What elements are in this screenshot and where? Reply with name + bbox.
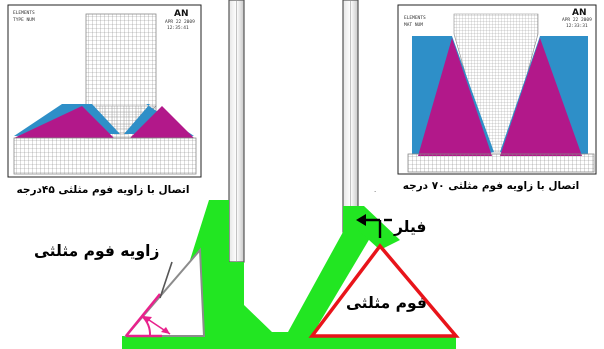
svg-text:.: . — [374, 186, 376, 194]
tube-right — [342, 0, 359, 233]
right-header-1: ELEMENTS — [404, 15, 426, 21]
filler-green — [122, 200, 456, 349]
left-header-1: ELEMENTS — [13, 10, 35, 16]
filler-arrow — [356, 214, 392, 238]
foam-triangle-left — [123, 247, 206, 338]
mesh-panel-left: ELEMENTS TYPE NUM AN APR 22 2009 12:35:4… — [7, 4, 202, 178]
right-header-2: MAT NUM — [404, 22, 423, 28]
foam-triangle-right — [308, 243, 460, 338]
left-header-2: TYPE NUM — [13, 17, 35, 23]
right-logo: AN — [572, 8, 587, 18]
right-date: APR 22 2009 — [562, 17, 592, 23]
left-logo: AN — [174, 9, 189, 19]
caption-left: اتصال با زاویه فوم مثلثی ۴۵درجه — [16, 184, 190, 196]
mesh-panel-right: ELEMENTS MAT NUM AN APR 22 2009 12:33:31 — [397, 4, 597, 175]
label-filler: فیلر — [394, 218, 427, 236]
label-triangular-foam: فوم مثلثی — [346, 294, 427, 312]
left-time: 12:35:41 — [167, 25, 189, 31]
angle-leader-line — [159, 261, 173, 299]
label-foam-angle: زاویه فوم مثلثی — [34, 242, 160, 260]
foam-triangle-mesh-right-a — [418, 38, 492, 156]
right-time: 12:33:31 — [566, 23, 588, 29]
tube-left — [228, 0, 245, 263]
foam-triangle-mesh-right-b — [500, 38, 582, 156]
left-date: APR 22 2009 — [165, 19, 195, 25]
caption-right: اتصال با زاویه فوم مثلثی ۷۰ درجه — [402, 180, 580, 192]
foam-triangle-mesh-left-b — [130, 106, 194, 138]
foam-triangle-mesh-left-a — [14, 106, 114, 138]
